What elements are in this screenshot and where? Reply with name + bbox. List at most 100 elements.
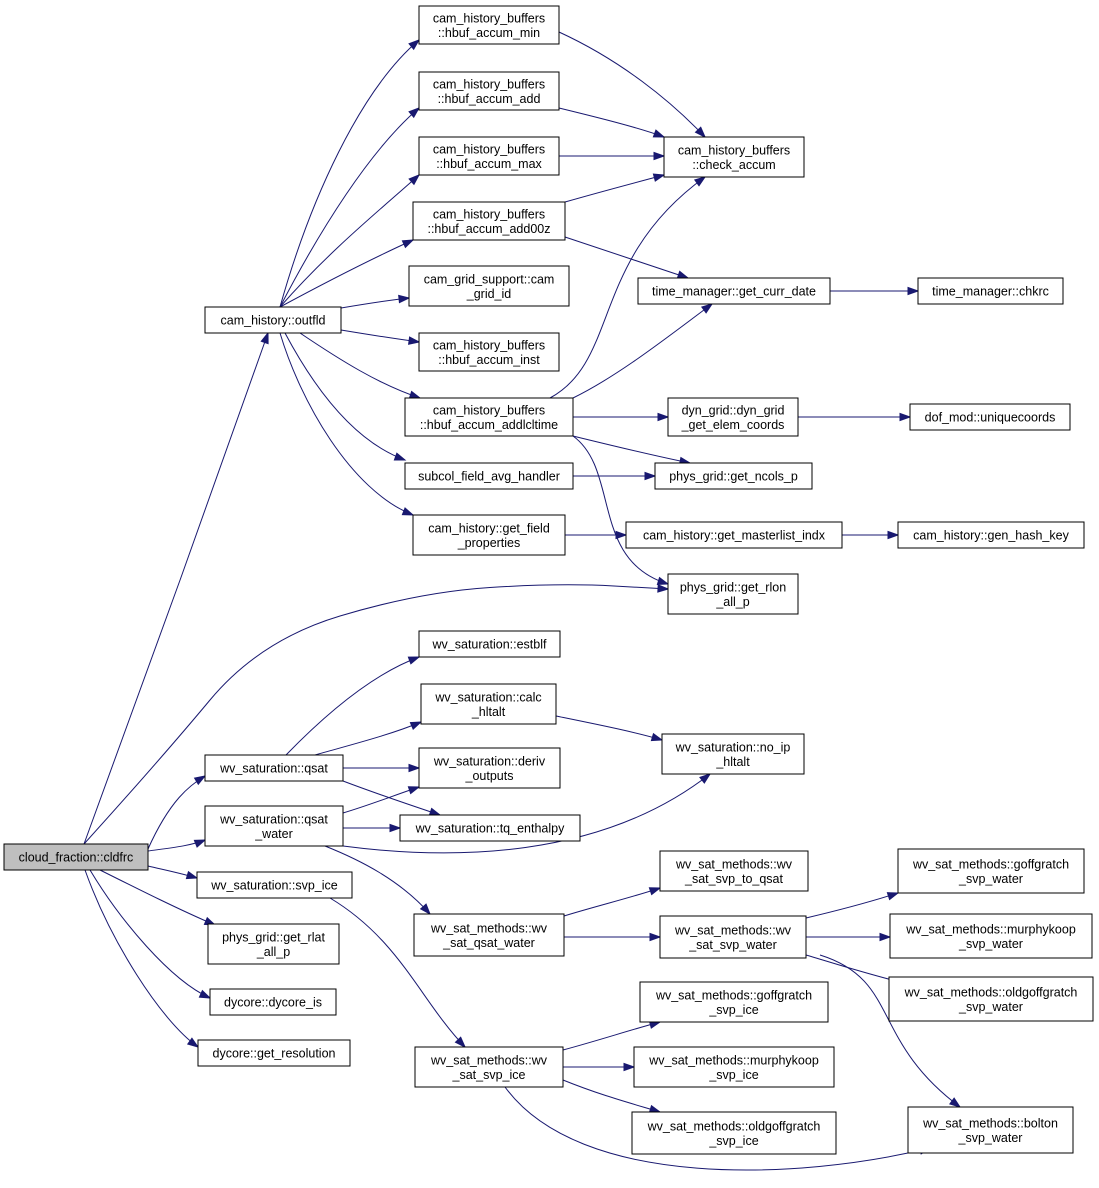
node-label: _svp_ice <box>708 1003 758 1017</box>
node-box <box>418 5 560 45</box>
arrowhead <box>186 1037 200 1048</box>
edge-outfld-to-get_field_props <box>279 332 415 516</box>
node-qsat-water[interactable]: wv_saturation::qsat_water <box>204 805 344 847</box>
arrowhead <box>657 412 670 422</box>
node-box <box>637 277 831 305</box>
arrowhead <box>657 584 670 593</box>
node-accum-inst[interactable]: cam_history_buffers::hbuf_accum_inst <box>418 332 560 372</box>
node-box <box>659 850 809 892</box>
node-uniquecoords[interactable]: dof_mod::uniquecoords <box>909 403 1071 431</box>
node-label: wv_sat_methods::wv <box>674 923 792 937</box>
node-label: _all_p <box>256 945 290 959</box>
edge-cldfrc-to-outfld <box>83 331 269 845</box>
node-box <box>209 988 337 1016</box>
node-label: wv_saturation::qsat <box>219 762 328 776</box>
edge-line <box>99 869 216 926</box>
node-estblf[interactable]: wv_saturation::estblf <box>418 630 561 658</box>
edge-line <box>147 775 206 850</box>
edge-accum_addlcltime-to-dyn_grid <box>572 412 670 422</box>
node-sat-svp-ice[interactable]: wv_sat_methods::wv_sat_svp_ice <box>414 1046 564 1088</box>
node-cldfrc[interactable]: cloud_fraction::cldfrc <box>3 843 149 871</box>
node-accum-add00z[interactable]: cam_history_buffers::hbuf_accum_add00z <box>412 201 566 241</box>
node-hash-key[interactable]: cam_history::gen_hash_key <box>897 521 1085 549</box>
node-sat-svp-water[interactable]: wv_sat_methods::wv_sat_svp_water <box>659 915 807 959</box>
node-label: _all_p <box>715 595 749 609</box>
node-box <box>907 1106 1074 1154</box>
edge-accum_add00z-to-get_curr_date <box>564 236 690 279</box>
node-sat-qsat-water[interactable]: wv_sat_methods::wv_sat_qsat_water <box>413 913 565 957</box>
node-murphy-water[interactable]: wv_sat_methods::murphykoop_svp_water <box>889 913 1093 959</box>
node-masterlist[interactable]: cam_history::get_masterlist_indx <box>625 521 843 549</box>
node-label: wv_sat_methods::wv <box>430 1053 548 1067</box>
node-box <box>418 630 561 658</box>
node-box <box>897 521 1085 549</box>
edge-line <box>564 174 665 203</box>
node-svp-ice[interactable]: wv_saturation::svp_ice <box>196 871 353 899</box>
node-get-rlon[interactable]: phys_grid::get_rlon_all_p <box>667 573 799 615</box>
node-accum-addlcltime[interactable]: cam_history_buffers::hbuf_accum_addlclti… <box>404 397 574 437</box>
node-label: _sat_svp_ice <box>452 1068 526 1082</box>
node-oldgoff-water[interactable]: wv_sat_methods::oldgoffgratch_svp_water <box>888 976 1094 1022</box>
node-dyn-grid[interactable]: dyn_grid::dyn_grid_get_elem_coords <box>667 397 799 437</box>
edge-qsat_water-to-deriv_outputs <box>342 786 421 814</box>
node-box <box>196 871 353 899</box>
node-box <box>412 514 566 556</box>
node-murphy-ice[interactable]: wv_sat_methods::murphykoop_svp_ice <box>633 1046 835 1088</box>
node-accum-min[interactable]: cam_history_buffers::hbuf_accum_min <box>418 5 560 45</box>
edge-masterlist-to-hash_key <box>842 530 900 540</box>
edge-cldfrc-to-qsat_water <box>147 839 207 852</box>
node-label: cam_history_buffers <box>433 338 545 352</box>
node-get-rlat[interactable]: phys_grid::get_rlat_all_p <box>207 923 340 965</box>
node-deriv-outputs[interactable]: wv_saturation::deriv_outputs <box>418 747 561 789</box>
node-box <box>418 71 560 111</box>
node-get-ncols-p[interactable]: phys_grid::get_ncols_p <box>654 462 813 490</box>
edge-sat_qsat_water-to-sat_svp_water <box>564 932 662 942</box>
node-check-accum[interactable]: cam_history_buffers::check_accum <box>663 136 805 178</box>
node-label: wv_sat_methods::oldgoffgratch <box>647 1119 821 1133</box>
arrowhead <box>649 932 662 942</box>
edge-cldfrc-to-get_resolution <box>84 869 200 1048</box>
node-get-resolution[interactable]: dycore::get_resolution <box>197 1039 351 1067</box>
node-svp-to-qsat[interactable]: wv_sat_methods::wv_sat_svp_to_qsat <box>659 850 809 892</box>
node-accum-add[interactable]: cam_history_buffers::hbuf_accum_add <box>418 71 560 111</box>
node-label: phys_grid::get_ncols_p <box>669 470 798 484</box>
edge-accum_add00z-to-check_accum <box>564 173 666 203</box>
node-label: cam_history::outfld <box>221 314 326 328</box>
node-box <box>418 136 560 176</box>
node-box <box>414 1046 564 1088</box>
node-box <box>420 683 557 725</box>
node-bolton[interactable]: wv_sat_methods::bolton_svp_water <box>907 1106 1074 1154</box>
node-box <box>639 981 829 1023</box>
node-label: cam_history_buffers <box>433 77 545 91</box>
node-tq-enthalpy[interactable]: wv_saturation::tq_enthalpy <box>399 814 581 842</box>
node-goff-water[interactable]: wv_sat_methods::goffgratch_svp_water <box>897 848 1085 894</box>
arrowhead <box>193 839 207 848</box>
node-get-field-props[interactable]: cam_history::get_field_properties <box>412 514 566 556</box>
node-label: wv_saturation::svp_ice <box>210 879 338 893</box>
arrowhead <box>907 286 920 296</box>
node-accum-max[interactable]: cam_history_buffers::hbuf_accum_max <box>418 136 560 176</box>
edge-outfld-to-accum_addlcltime <box>299 332 422 399</box>
node-no-ip-hltalt[interactable]: wv_saturation::no_ip_hltalt <box>661 733 805 775</box>
edge-outfld-to-subcol <box>284 332 407 461</box>
arrowhead <box>899 412 912 422</box>
arrowhead <box>454 1036 467 1049</box>
node-outfld[interactable]: cam_history::outfld <box>204 306 342 334</box>
node-label: cam_history::get_masterlist_indx <box>643 529 826 543</box>
node-oldgoff-ice[interactable]: wv_sat_methods::oldgoffgratch_svp_ice <box>631 1111 837 1155</box>
arrowhead <box>694 126 707 139</box>
node-qsat[interactable]: wv_saturation::qsat <box>204 754 344 782</box>
node-label: wv_saturation::tq_enthalpy <box>415 822 565 836</box>
edge-get_field_props-to-masterlist <box>565 530 628 540</box>
edge-calc_hltalt-to-no_ip_hltalt <box>555 715 664 742</box>
arrowhead <box>652 173 666 182</box>
arrowhead <box>408 763 421 773</box>
node-calc-hltalt[interactable]: wv_saturation::calc_hltalt <box>420 683 557 725</box>
node-goff-ice[interactable]: wv_sat_methods::goffgratch_svp_ice <box>639 981 829 1023</box>
node-dycore-is[interactable]: dycore::dycore_is <box>209 988 337 1016</box>
node-subcol[interactable]: subcol_field_avg_handler <box>404 462 574 490</box>
node-chkrc[interactable]: time_manager::chkrc <box>917 277 1064 305</box>
node-cam-grid-id[interactable]: cam_grid_support::cam_grid_id <box>408 265 570 307</box>
node-get-curr-date[interactable]: time_manager::get_curr_date <box>637 277 831 305</box>
edge-outfld-to-accum_inst <box>340 329 421 345</box>
